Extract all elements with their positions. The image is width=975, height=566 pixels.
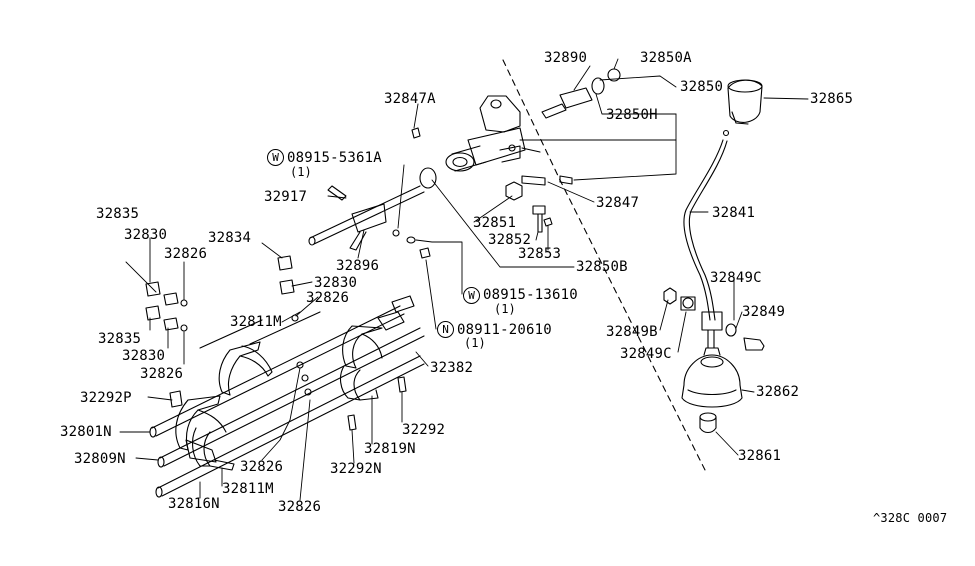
quantity-08915-5361A: (1) [290, 165, 312, 179]
callout-32811M-lower: 32811M [222, 481, 274, 497]
washer-symbol: W [463, 287, 480, 304]
dashed-extension-line [502, 59, 706, 471]
detent-parts-left [145, 236, 431, 332]
callout-32862: 32862 [756, 384, 800, 400]
quantity-08915-13610: (1) [494, 302, 516, 316]
shift-fork-32811M-lower [175, 395, 227, 463]
callout-32849C-lower: 32849C [620, 346, 672, 362]
callout-32847A: 32847A [384, 91, 436, 107]
fork-rods [149, 305, 425, 498]
callout-32819N: 32819N [364, 441, 416, 457]
callout-32849C-upper: 32849C [710, 270, 762, 286]
shift-boot [681, 347, 743, 408]
callout-32865: 32865 [810, 91, 854, 107]
callout-32382: 32382 [430, 360, 474, 376]
callout-32809N: 32809N [74, 451, 126, 467]
callout-32830-middle: 32830 [314, 275, 358, 291]
callout-32826-d: 32826 [240, 459, 284, 475]
callout-32853: 32853 [518, 246, 562, 262]
callout-32850A: 32850A [640, 50, 692, 66]
callout-32850B: 32850B [576, 259, 628, 275]
quantity-08911-20610: (1) [464, 336, 486, 350]
callout-08915-13610: 08915-13610 [483, 287, 578, 303]
shift-knob [722, 79, 763, 137]
leader-lines [119, 58, 809, 501]
control-housing [445, 95, 541, 172]
callout-32826-e: 32826 [278, 499, 322, 515]
control-rod [308, 185, 425, 251]
callout-32830-upper: 32830 [124, 227, 168, 243]
bolt-32851-32853 [505, 181, 553, 233]
shift-fork-32382 [342, 295, 415, 369]
callout-32801N: 32801N [60, 424, 112, 440]
callout-32852: 32852 [488, 232, 532, 248]
callout-08915-5361A: 08915-5361A [287, 150, 382, 166]
callout-32861: 32861 [738, 448, 782, 464]
pins-32847 [411, 127, 573, 189]
callout-32826-a: 32826 [164, 246, 208, 262]
roll-pins [169, 361, 407, 431]
callout-32851: 32851 [473, 215, 517, 231]
callout-32849: 32849 [742, 304, 786, 320]
callout-32292P: 32292P [80, 390, 132, 406]
callout-08911-20610: 08911-20610 [457, 322, 552, 338]
lever-bolts [663, 287, 765, 351]
callout-32830-lower: 32830 [122, 348, 166, 364]
callout-32292: 32292 [402, 422, 446, 438]
callout-32811M-upper: 32811M [230, 314, 282, 330]
callout-32834: 32834 [208, 230, 252, 246]
callout-32850: 32850 [680, 79, 724, 95]
callout-32816N: 32816N [168, 496, 220, 512]
nut-symbol: N [437, 321, 454, 338]
shift-lever-rod [683, 139, 728, 349]
shift-fork-32809N [191, 427, 235, 471]
callout-32890: 32890 [544, 50, 588, 66]
diagram-reference-code: ^328C 0007 [873, 511, 948, 525]
callout-32841: 32841 [712, 205, 756, 221]
shift-fork-32819N [339, 365, 379, 401]
callout-32835-lower: 32835 [98, 331, 142, 347]
callout-32850H: 32850H [606, 107, 658, 123]
callout-32292N: 32292N [330, 461, 382, 477]
callout-32826-b: 32826 [306, 290, 350, 306]
callout-32917: 32917 [264, 189, 308, 205]
callout-32847: 32847 [596, 195, 640, 211]
callout-32896: 32896 [336, 258, 380, 274]
shift-fork-32811M-upper [218, 341, 273, 396]
washer-symbol: W [267, 149, 284, 166]
callout-32835-upper: 32835 [96, 206, 140, 222]
boot-bushing-32861 [699, 412, 717, 434]
callout-32826-c: 32826 [140, 366, 184, 382]
callout-32849B: 32849B [606, 324, 658, 340]
